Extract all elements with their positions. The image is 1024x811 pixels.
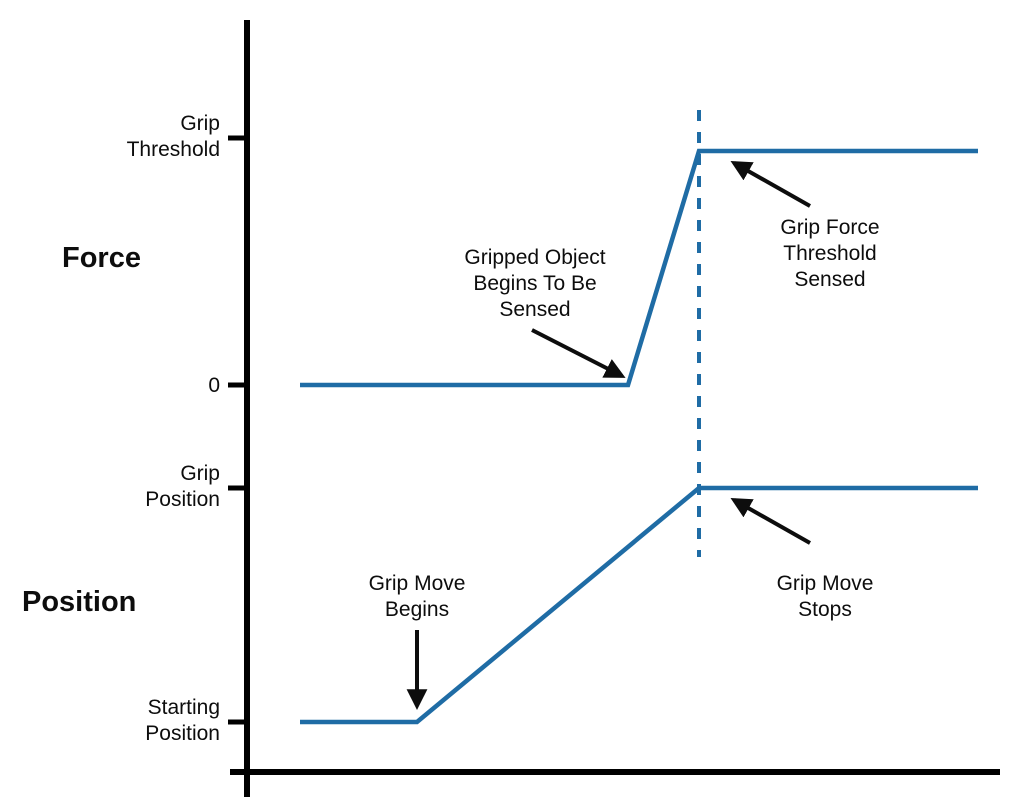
arrow-grip-move-stops — [730, 498, 811, 545]
force-curve — [300, 148, 978, 388]
annotation-gripped-object-sensed: Gripped Object Begins To Be Sensed — [464, 246, 606, 321]
tick-marks-group — [228, 135, 250, 725]
tick-label-grip-threshold: Grip Threshold — [126, 112, 220, 161]
axis-title-position: Position — [22, 586, 137, 618]
tick-label-zero: 0 — [208, 374, 220, 397]
annotation-grip-force-threshold-sensed: Grip Force Threshold Sensed — [780, 216, 880, 291]
tick-label-starting-position: Starting Position — [145, 696, 220, 745]
axis-title-force: Force — [62, 242, 141, 274]
axes-group — [230, 20, 1000, 797]
tick-label-grip-position: Grip Position — [145, 462, 220, 511]
annotation-grip-move-begins: Grip Move Begins — [368, 572, 466, 621]
arrow-grip-force-threshold-sensed — [730, 161, 811, 208]
position-curve — [300, 485, 978, 725]
annotation-grip-move-stops: Grip Move Stops — [776, 572, 874, 621]
arrow-gripped-object-sensed — [531, 328, 626, 378]
